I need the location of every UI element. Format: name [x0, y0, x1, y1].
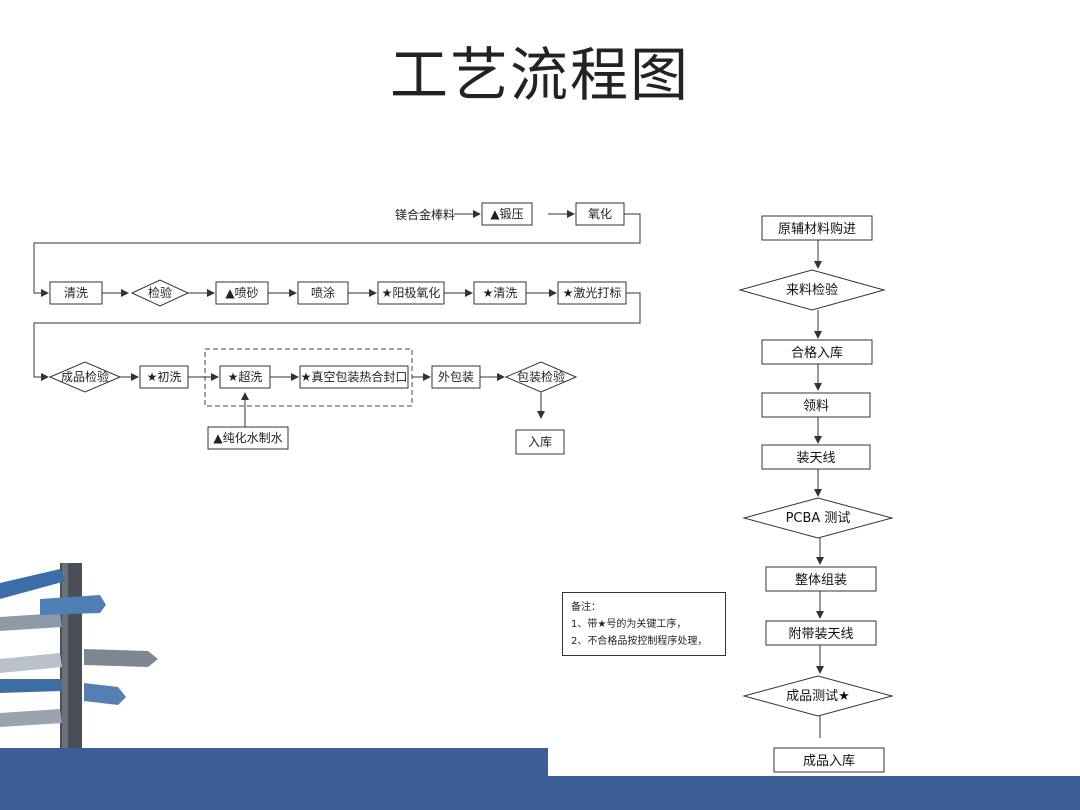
- rnode-incoming-inspection: 来料检验: [738, 269, 886, 311]
- svg-text:原辅材料购进: 原辅材料购进: [778, 221, 856, 237]
- notes-box: 备注： 1、带★号的为关键工序， 2、不合格品按控制程序处理，: [562, 592, 726, 656]
- node-inspection: 检验: [130, 279, 190, 307]
- svg-text:★激光打标: ★激光打标: [563, 286, 622, 300]
- node-forging: ▲锻压: [481, 202, 533, 226]
- svg-text:领料: 领料: [803, 399, 829, 414]
- svg-text:★超洗: ★超洗: [228, 369, 263, 384]
- svg-text:附带装天线: 附带装天线: [788, 627, 853, 642]
- svg-text:▲喷砂: ▲喷砂: [225, 286, 258, 300]
- rnode-final-test: 成品测试★: [742, 675, 894, 717]
- node-cleaning-2: ★清洗: [473, 281, 527, 305]
- notes-heading: 备注：: [571, 602, 601, 613]
- svg-text:装天线: 装天线: [796, 451, 835, 466]
- svg-text:外包装: 外包装: [438, 370, 474, 384]
- node-cleaning: 清洗: [49, 281, 103, 305]
- svg-text:氧化: 氧化: [588, 207, 612, 221]
- svg-text:入库: 入库: [528, 434, 552, 449]
- node-outer-packaging: 外包装: [431, 365, 481, 389]
- svg-text:PCBA 测试: PCBA 测试: [786, 511, 851, 526]
- bottom-white-panel: [548, 738, 1080, 776]
- node-spraying: 喷涂: [297, 281, 349, 305]
- svg-text:成品测试★: 成品测试★: [786, 689, 850, 704]
- node-pre-wash: ★初洗: [139, 365, 189, 389]
- svg-text:★真空包装热合封口: ★真空包装热合封口: [301, 369, 408, 384]
- svg-text:成品检验: 成品检验: [61, 369, 109, 384]
- node-ultrasonic-wash: ★超洗: [219, 365, 271, 389]
- notes-line-2: 2、不合格品按控制程序处理，: [571, 636, 708, 647]
- node-vacuum-packaging: ★真空包装热合封口: [299, 365, 409, 389]
- svg-text:清洗: 清洗: [64, 286, 88, 300]
- svg-text:来料检验: 来料检验: [786, 282, 838, 298]
- page-title: 工艺流程图: [389, 41, 690, 109]
- rnode-material-requisition: 领料: [761, 392, 871, 418]
- rnode-assembly: 整体组装: [765, 566, 877, 592]
- svg-text:★初洗: ★初洗: [147, 370, 182, 384]
- svg-text:检验: 检验: [148, 285, 172, 300]
- rnode-install-antenna: 装天线: [761, 444, 871, 470]
- node-packaging-inspection: 包装检验: [504, 361, 578, 393]
- svg-text:▲纯化水制水: ▲纯化水制水: [213, 431, 282, 445]
- svg-text:合格入库: 合格入库: [791, 345, 843, 361]
- svg-text:▲锻压: ▲锻压: [490, 207, 523, 221]
- notes-line-1: 1、带★号的为关键工序，: [571, 619, 687, 630]
- signpost-illustration: [0, 563, 158, 755]
- node-anodizing: ★阳极氧化: [377, 281, 445, 305]
- rnode-purchase: 原辅材料购进: [761, 215, 873, 241]
- svg-text:包装检验: 包装检验: [517, 369, 565, 384]
- rnode-pcba-test: PCBA 测试: [742, 497, 894, 539]
- svg-text:★阳极氧化: ★阳极氧化: [382, 286, 441, 300]
- svg-text:喷涂: 喷涂: [311, 285, 335, 300]
- node-sandblast: ▲喷砂: [215, 281, 269, 305]
- input-label: 镁合金棒料: [395, 207, 455, 222]
- node-final-inspection: 成品检验: [48, 361, 122, 393]
- svg-text:★清洗: ★清洗: [483, 286, 518, 300]
- node-storage: 入库: [515, 429, 565, 455]
- node-laser-marking: ★激光打标: [557, 281, 627, 305]
- svg-text:整体组装: 整体组装: [795, 573, 847, 588]
- rnode-qualified-storage: 合格入库: [761, 339, 873, 365]
- node-purified-water: ▲纯化水制水: [207, 426, 289, 450]
- rnode-attach-antenna: 附带装天线: [765, 620, 877, 646]
- node-oxidation: 氧化: [575, 202, 625, 226]
